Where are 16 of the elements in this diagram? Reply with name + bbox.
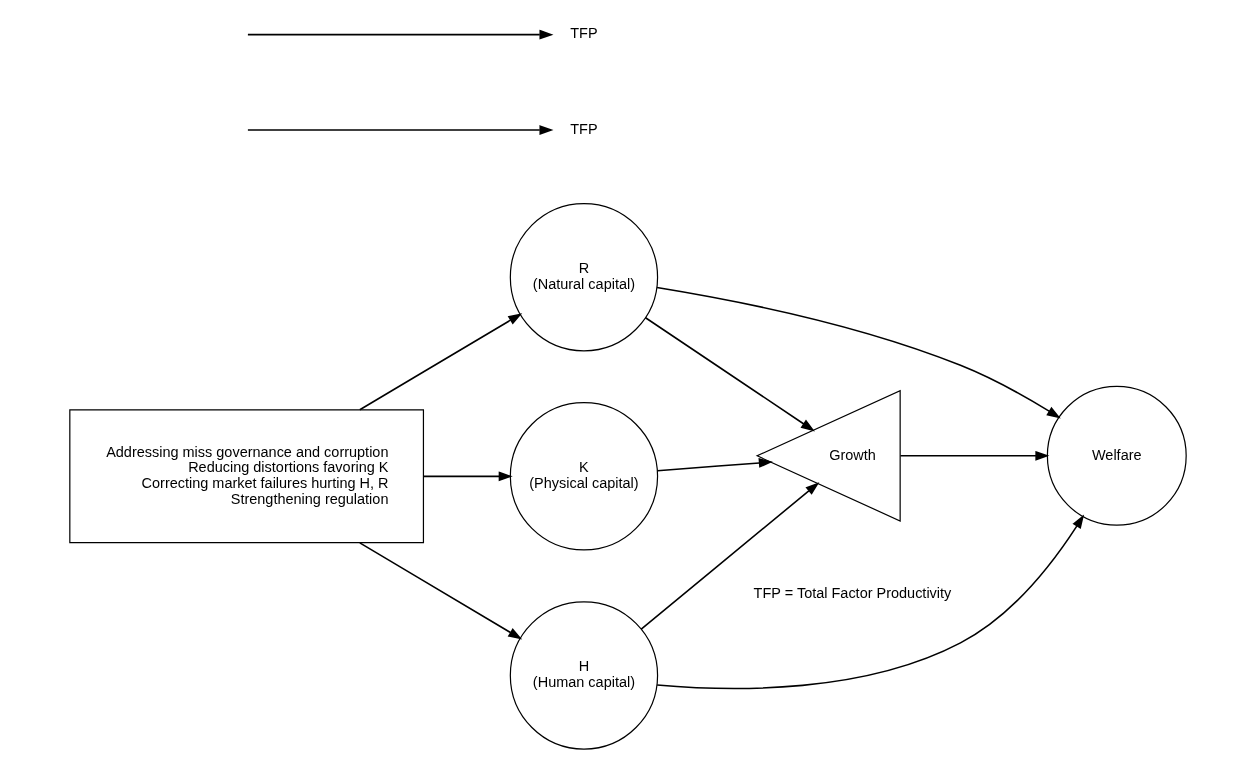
- arrow: [358, 542, 522, 640]
- arrow: [899, 450, 1049, 461]
- label: TFP = Total Factor Productivity: [753, 585, 951, 602]
- arrow: [246, 29, 553, 40]
- arrow: [656, 458, 773, 472]
- arrow: [639, 482, 819, 630]
- node-text: TFP: [569, 25, 598, 42]
- arrow: [246, 125, 553, 135]
- node-text: TFP: [569, 120, 598, 137]
- arrow: [422, 471, 513, 482]
- arrow: [655, 286, 1061, 419]
- arrow: [655, 514, 1084, 690]
- arrow: [358, 313, 522, 411]
- arrow: [644, 316, 815, 432]
- node-box: Addressing miss governance and corruption Reducing distortions favoring K Correcting market failures hurting H, R Strengthening regulation: [68, 409, 424, 544]
- node-circle: K (Physical capital): [509, 402, 658, 551]
